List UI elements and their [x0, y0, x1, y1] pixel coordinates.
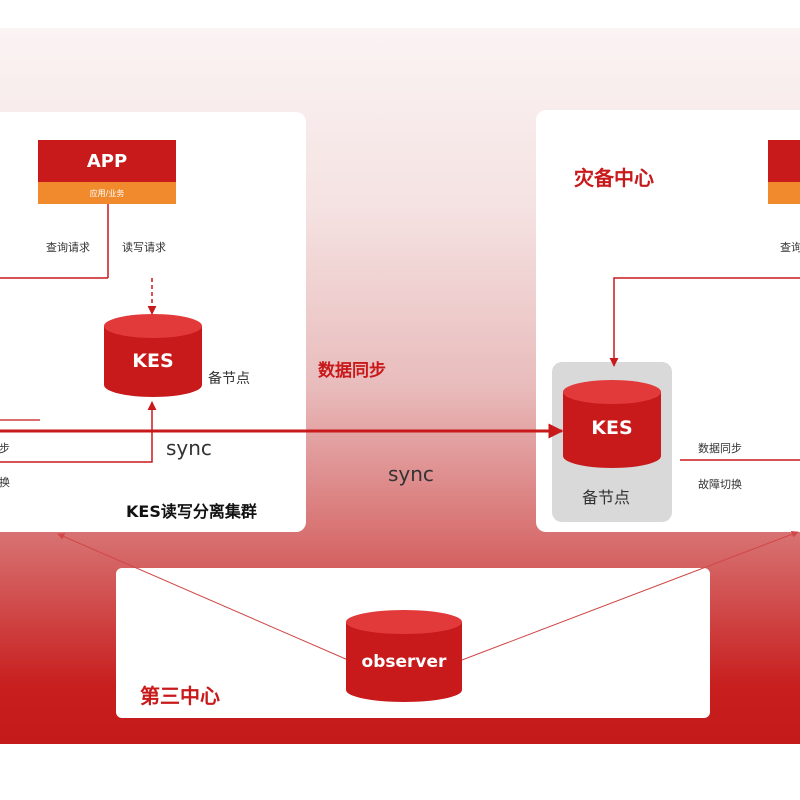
disaster-failover-label: 故障切换: [698, 478, 742, 491]
app-sub-box: 应用/业务: [38, 182, 176, 204]
observer-database: [346, 610, 462, 702]
disaster-data-sync-label: 数据同步: [698, 442, 742, 455]
app-sub-label: 应用/业务: [89, 188, 125, 198]
disaster-app-sub-box: [768, 182, 800, 204]
app-box: APP: [38, 140, 176, 182]
disaster-app-box: [768, 140, 800, 182]
query-request-label: 查询请求: [46, 241, 90, 254]
third-center-title: 第三中心: [140, 684, 220, 708]
left-kes-database: [104, 314, 202, 397]
observer-to-right-line: [461, 530, 799, 661]
disaster-standby-label: 备节点: [582, 488, 631, 507]
left-kes-label: KES: [132, 350, 174, 372]
middle-sync-label: sync: [388, 462, 434, 486]
disaster-kes-database: [563, 380, 661, 468]
app-label: APP: [86, 150, 128, 172]
disaster-center-title: 灾备中心: [574, 166, 654, 190]
disaster-request-line: [609, 277, 800, 367]
observer-to-left-line: [57, 533, 349, 661]
disaster-query-label: 查询: [780, 241, 800, 254]
left-sync-label: sync: [166, 436, 212, 460]
cluster-label: KES读写分离集群: [126, 502, 257, 521]
left-standby-label: 备节点: [208, 371, 250, 387]
observer-label: observer: [361, 652, 447, 672]
disaster-kes-label: KES: [591, 417, 633, 439]
left-edge-label-1: 同步: [0, 442, 10, 455]
left-sync-line: [0, 401, 157, 463]
data-sync-label: 数据同步: [318, 361, 386, 381]
left-edge-label-2: 切换: [0, 476, 10, 489]
rw-request-label: 读写请求: [122, 241, 166, 254]
